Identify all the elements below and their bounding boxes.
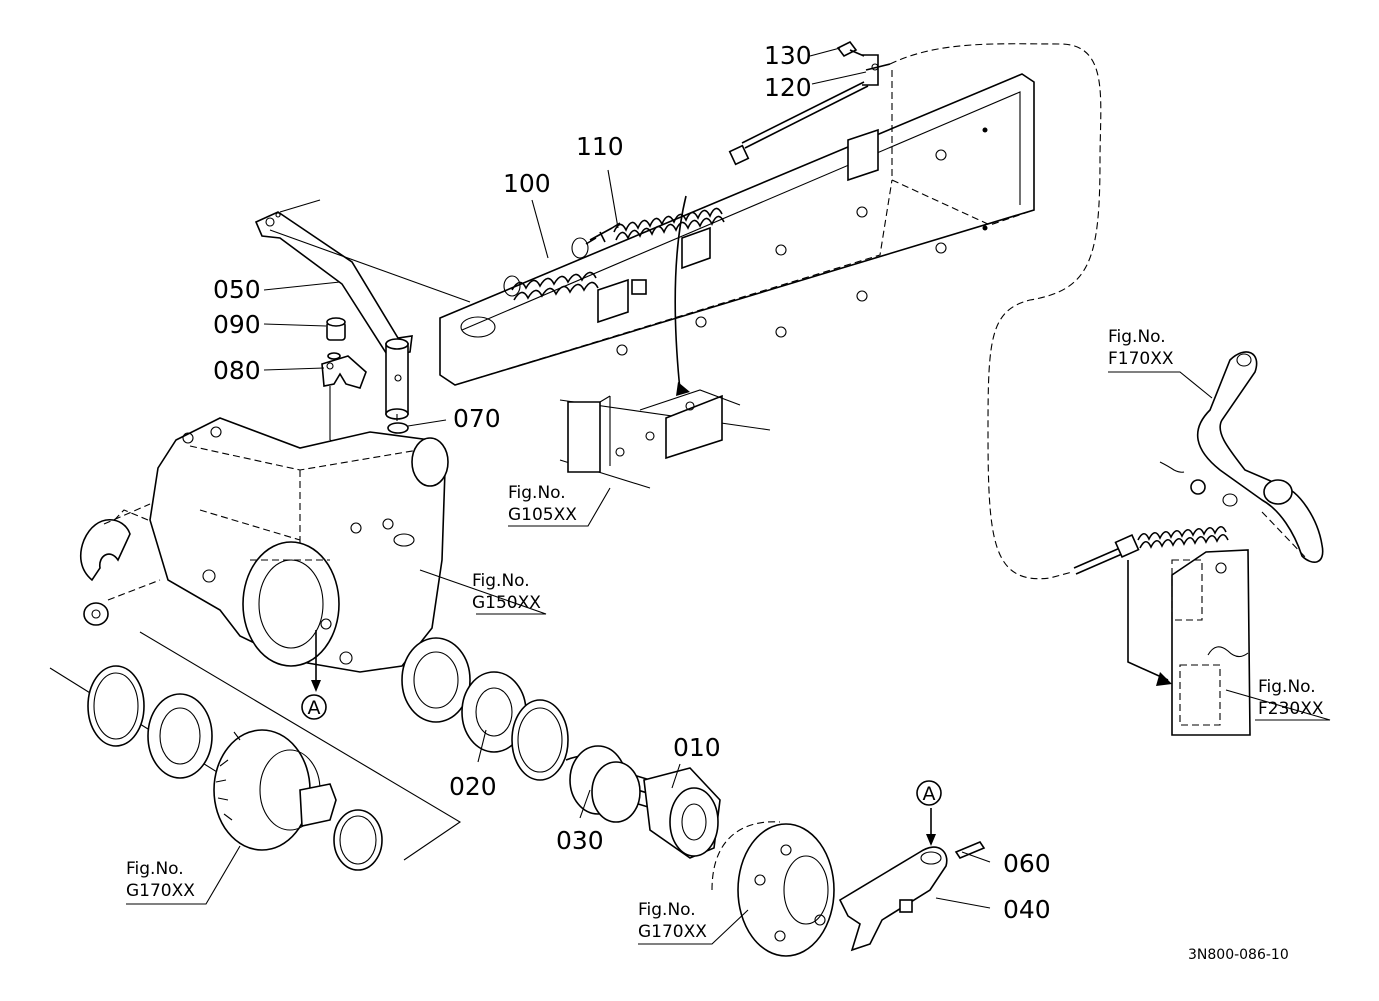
marker-a-left-label: A — [308, 697, 321, 719]
marker-a-left — [301, 694, 327, 720]
frame-rail — [439, 70, 1035, 386]
part-label-050: 050 — [213, 275, 261, 304]
document-id: 3N800-086-10 — [1188, 947, 1289, 963]
fig-ref-code: G150XX — [472, 593, 541, 613]
cable-routing-line — [889, 43, 1102, 580]
lower-drive-assembly — [49, 631, 721, 871]
leader-lines — [126, 47, 1331, 945]
part-label-060: 060 — [1003, 849, 1051, 878]
part-label-100: 100 — [503, 169, 551, 198]
transmission-housing — [79, 417, 449, 692]
bracket-assembly — [559, 389, 771, 489]
fig-ref-g105xx: Fig.No. G105XX — [508, 482, 577, 526]
fig-ref-prefix: Fig.No. — [1258, 677, 1316, 697]
fig-ref-code: F230XX — [1258, 699, 1324, 719]
part-label-080: 080 — [213, 356, 261, 385]
marker-a-right — [916, 780, 942, 806]
part-label-020: 020 — [449, 772, 497, 801]
marker-a-right-label: A — [923, 783, 936, 805]
fig-ref-prefix: Fig.No. — [126, 859, 184, 879]
part-label-130: 130 — [764, 41, 812, 70]
fig-ref-code: G105XX — [508, 505, 577, 525]
part-label-110: 110 — [576, 132, 624, 161]
fig-ref-g150xx: Fig.No. G150XX — [472, 570, 541, 614]
part-label-010: 010 — [673, 733, 721, 762]
fig-ref-code: G170XX — [126, 881, 195, 901]
part-label-030: 030 — [556, 826, 604, 855]
fig-ref-f230xx: Fig.No. F230XX — [1258, 676, 1324, 720]
part-label-120: 120 — [764, 73, 812, 102]
fig-ref-g170xx-bottom: Fig.No. G170XX — [638, 899, 707, 943]
fig-ref-prefix: Fig.No. — [508, 483, 566, 503]
control-cable — [503, 40, 891, 396]
fig-ref-f170xx: Fig.No. F170XX — [1108, 326, 1174, 370]
fig-ref-code: G170XX — [638, 922, 707, 942]
fig-ref-prefix: Fig.No. — [638, 900, 696, 920]
part-label-040: 040 — [1003, 895, 1051, 924]
part-label-070: 070 — [453, 404, 501, 433]
part-label-090: 090 — [213, 310, 261, 339]
fig-ref-prefix: Fig.No. — [1108, 327, 1166, 347]
pedal-arm-assembly — [1073, 351, 1324, 736]
flange-and-fork — [711, 808, 986, 957]
fig-ref-code: F170XX — [1108, 349, 1174, 369]
fig-ref-g170xx-left: Fig.No. G170XX — [126, 858, 195, 902]
reference-markers: A A — [301, 694, 942, 806]
fig-ref-prefix: Fig.No. — [472, 571, 530, 591]
